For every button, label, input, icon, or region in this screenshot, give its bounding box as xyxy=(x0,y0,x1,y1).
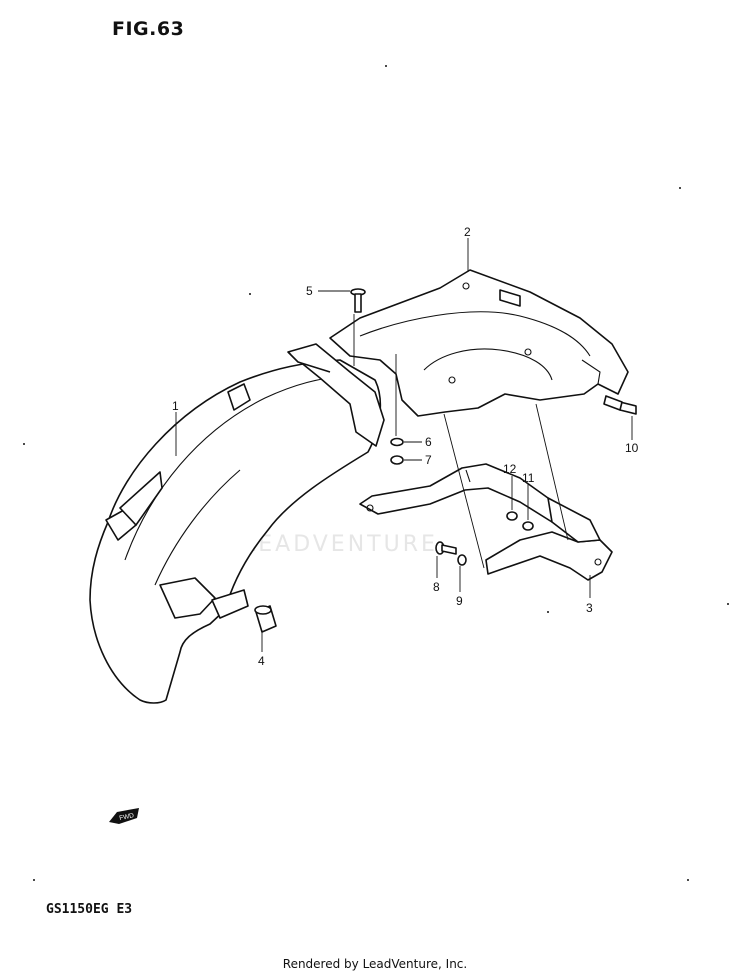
part-fender-bracket[interactable] xyxy=(359,463,613,581)
part-nut-12[interactable] xyxy=(506,511,518,521)
callout-2: 2 xyxy=(464,225,471,239)
part-bolt-8[interactable] xyxy=(435,541,457,555)
model-code: GS1150EG E3 xyxy=(46,902,133,917)
part-bolt-10[interactable] xyxy=(603,395,637,415)
callout-8: 8 xyxy=(433,580,440,594)
callout-9: 9 xyxy=(456,594,463,608)
scan-specks xyxy=(23,65,729,881)
leader-lines xyxy=(175,238,633,652)
part-washer-9[interactable] xyxy=(457,554,467,566)
part-nut-7[interactable] xyxy=(390,455,404,465)
callout-5: 5 xyxy=(306,284,313,298)
callout-7: 7 xyxy=(425,453,432,467)
part-rear-fender[interactable] xyxy=(89,343,385,704)
fwd-arrow-icon: FWD xyxy=(109,808,139,824)
part-cushion[interactable] xyxy=(254,605,277,633)
callout-3: 3 xyxy=(586,601,593,615)
watermark: LEADVENTURE xyxy=(243,532,438,557)
callout-12: 12 xyxy=(503,462,517,476)
part-fender-cover[interactable] xyxy=(329,269,629,417)
part-bolt-5[interactable] xyxy=(350,288,366,313)
part-washer-6[interactable] xyxy=(390,437,404,447)
part-nut-11[interactable] xyxy=(522,521,534,531)
callout-11: 11 xyxy=(522,471,535,485)
credit-line: Rendered by LeadVenture, Inc. xyxy=(282,957,468,971)
callout-6: 6 xyxy=(425,435,432,449)
figure-label: FIG.63 xyxy=(112,18,185,40)
fwd-label: FWD xyxy=(119,812,135,822)
callout-1: 1 xyxy=(172,399,179,413)
callout-10: 10 xyxy=(625,441,639,455)
callout-4: 4 xyxy=(258,654,265,668)
